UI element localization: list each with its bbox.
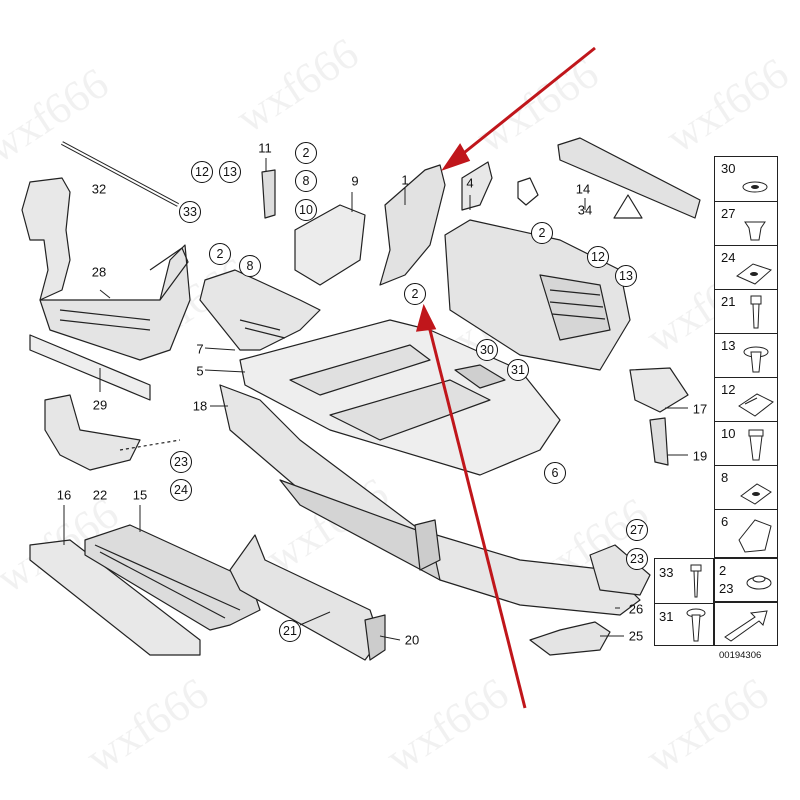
spring-nut-icon bbox=[738, 393, 774, 417]
washer-icon bbox=[742, 181, 768, 193]
nut-icon bbox=[746, 575, 772, 590]
callout-12: 12 bbox=[191, 161, 213, 183]
part-19-bracket bbox=[649, 417, 669, 466]
callout-24: 24 bbox=[170, 479, 192, 501]
callout-21: 21 bbox=[279, 620, 301, 642]
callout-27: 27 bbox=[626, 519, 648, 541]
clip-nut-icon bbox=[736, 263, 772, 285]
part-14-strip bbox=[557, 137, 701, 219]
red-arrows bbox=[415, 46, 596, 709]
label-part-32: 32 bbox=[91, 181, 107, 197]
table-row: 21 bbox=[715, 290, 777, 334]
label-part-17: 17 bbox=[692, 401, 708, 417]
collar-screw-icon bbox=[743, 346, 769, 373]
callout-8: 8 bbox=[239, 255, 261, 277]
label-part-25: 25 bbox=[628, 628, 644, 644]
table-row: 10 bbox=[715, 422, 777, 466]
part-29-strip bbox=[29, 334, 151, 401]
callout-13: 13 bbox=[219, 161, 241, 183]
callout-23: 23 bbox=[626, 548, 648, 570]
callout-2: 2 bbox=[295, 142, 317, 164]
callout-23: 23 bbox=[170, 451, 192, 473]
table-row: 24 bbox=[715, 246, 777, 290]
callout-12: 12 bbox=[587, 246, 609, 268]
arrow-bottom bbox=[426, 321, 527, 709]
part-21-strip bbox=[229, 534, 381, 661]
label-part-26: 26 bbox=[628, 601, 644, 617]
table-row: 13 bbox=[715, 334, 777, 378]
table-row: 30 bbox=[715, 157, 777, 202]
part-7-bracket bbox=[199, 269, 321, 351]
part-17-bracket bbox=[629, 367, 689, 413]
part-15-panel bbox=[84, 524, 261, 631]
bracket-clip-icon bbox=[738, 519, 772, 553]
label-part-18: 18 bbox=[192, 398, 208, 414]
part-16-panel bbox=[29, 539, 201, 656]
callout-10: 10 bbox=[295, 199, 317, 221]
fastener-subtable-right: 2 23 bbox=[714, 558, 778, 602]
label-part-19: 19 bbox=[692, 448, 708, 464]
catalog-number: 00194306 bbox=[719, 650, 762, 661]
callout-2: 2 bbox=[209, 243, 231, 265]
label-part-14: 14 bbox=[575, 181, 591, 197]
part-11-clip bbox=[261, 169, 276, 219]
label-part-16: 16 bbox=[56, 487, 72, 503]
callout-30: 30 bbox=[476, 339, 498, 361]
label-part-11: 11 bbox=[258, 140, 272, 156]
label-part-1: 1 bbox=[401, 172, 409, 188]
callout-8: 8 bbox=[295, 170, 317, 192]
part-28-air-duct bbox=[21, 177, 71, 301]
callout-33: 33 bbox=[179, 201, 201, 223]
callout-2: 2 bbox=[531, 222, 553, 244]
label-part-15: 15 bbox=[132, 487, 148, 503]
arrow-top bbox=[454, 46, 596, 162]
table-row: 12 bbox=[715, 378, 777, 422]
clip-icon bbox=[517, 177, 539, 206]
table-row: 27 bbox=[715, 202, 777, 246]
callout-31: 31 bbox=[507, 359, 529, 381]
part-1-air-guide bbox=[379, 164, 446, 286]
label-part-4: 4 bbox=[466, 175, 474, 191]
direction-arrow-icon bbox=[724, 610, 768, 642]
push-clip-icon bbox=[744, 221, 766, 241]
table-row: 6 bbox=[715, 510, 777, 559]
label-part-34: 34 bbox=[577, 202, 593, 218]
direction-arrow-box bbox=[714, 602, 778, 646]
label-part-9: 9 bbox=[351, 173, 359, 189]
fastener-table: 30 27 24 21 13 12 10 8 6 bbox=[714, 156, 778, 558]
table-row: 8 bbox=[715, 466, 777, 510]
part-26-cover bbox=[589, 544, 651, 596]
callout-13: 13 bbox=[615, 265, 637, 287]
expanding-nut-icon bbox=[748, 429, 764, 461]
label-part-20: 20 bbox=[404, 632, 420, 648]
label-part-29: 29 bbox=[92, 397, 108, 413]
part-9-bracket bbox=[294, 204, 366, 286]
callout-2: 2 bbox=[404, 283, 426, 305]
label-part-7: 7 bbox=[196, 341, 204, 357]
label-part-22: 22 bbox=[92, 487, 108, 503]
fastener-subtable-left: 33 31 bbox=[654, 558, 714, 646]
clip-icon bbox=[740, 483, 772, 505]
part-22-bracket bbox=[44, 394, 141, 471]
label-part-28: 28 bbox=[91, 264, 107, 280]
screw-icon bbox=[750, 295, 762, 329]
label-part-5: 5 bbox=[196, 363, 204, 379]
part-34-label bbox=[613, 194, 643, 219]
bolt-icon bbox=[686, 564, 706, 642]
callout-6: 6 bbox=[544, 462, 566, 484]
part-25-cover bbox=[529, 621, 611, 656]
